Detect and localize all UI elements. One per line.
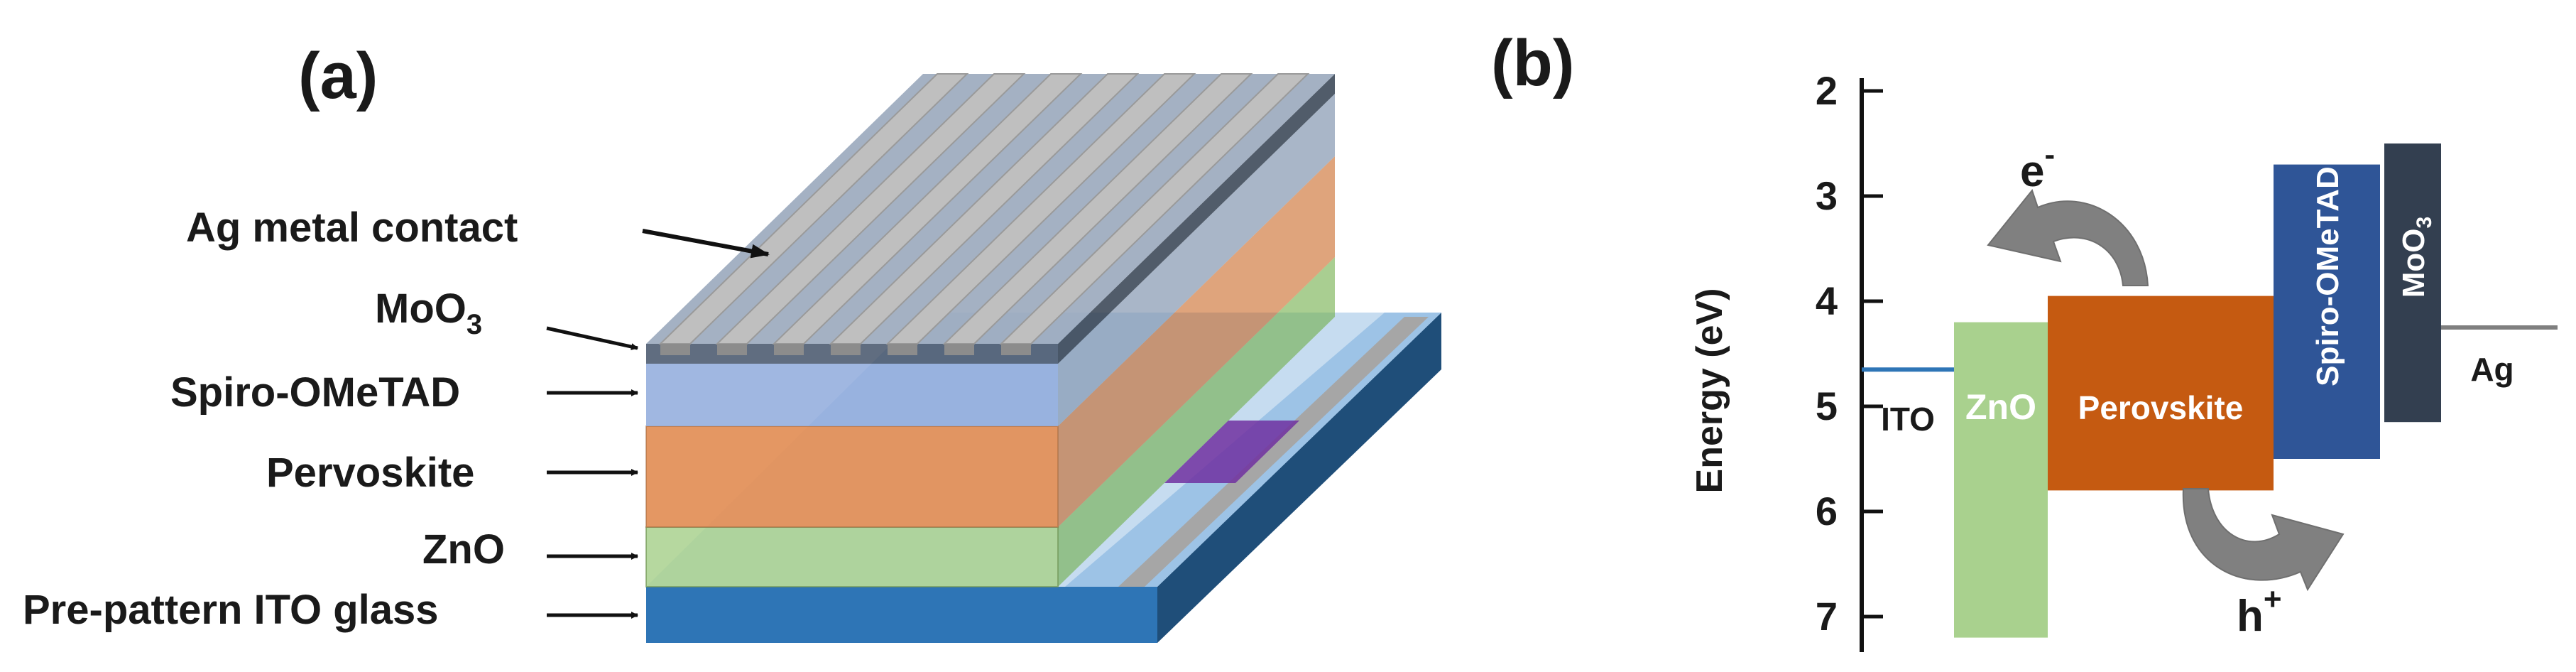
- level-ito: ITO: [1862, 367, 1954, 438]
- perovskite-layer: [645, 156, 1335, 528]
- level-label-ag: Ag: [2470, 351, 2514, 388]
- callout-ag: Ag metal contact: [186, 205, 770, 259]
- callout-spiro: Spiro-OMeTAD: [170, 369, 638, 416]
- y-tick: 3: [1816, 173, 1883, 218]
- band-label-perov: Perovskite: [2078, 389, 2244, 426]
- callout-ito-label: Pre-pattern ITO glass: [23, 587, 439, 633]
- y-axis-label: Energy (eV): [1689, 288, 1730, 494]
- band-label-zno: ZnO: [1965, 387, 2036, 427]
- hole-transfer-arrow: [2182, 488, 2345, 592]
- hole-label: h+: [2237, 582, 2282, 641]
- y-tick: 5: [1816, 384, 1883, 428]
- spiro-layer: [646, 94, 1335, 426]
- electron-superscript: -: [2044, 137, 2055, 172]
- y-tick: 7: [1816, 594, 1883, 639]
- level-label-ito: ITO: [1881, 401, 1935, 438]
- y-tick-label: 7: [1816, 594, 1838, 639]
- callout-perovskite-label: Pervoskite: [266, 450, 474, 496]
- panel-b-label: (b): [1491, 27, 1574, 99]
- y-tick-label: 4: [1816, 278, 1838, 323]
- callout-spiro-label: Spiro-OMeTAD: [170, 369, 460, 416]
- band-moo3: MoO3: [2384, 143, 2441, 423]
- ag-finger: [658, 73, 969, 355]
- active-pixel: [1164, 421, 1299, 483]
- y-tick-label: 3: [1816, 173, 1838, 218]
- band-label-spiro: Spiro-OMeTAD: [2310, 166, 2345, 386]
- callout-perovskite: Pervoskite: [266, 450, 638, 496]
- band-label-moo3: MoO3: [2396, 217, 2436, 298]
- hole-superscript: +: [2264, 582, 2282, 617]
- callout-moo3-label: MoO3: [375, 286, 482, 340]
- energy-levels: ITO Ag: [1862, 325, 2558, 438]
- panel-b: (b) Energy (eV) 2 3 4 5 6 7 ITO Ag ZnO Perovski…: [1491, 27, 2558, 652]
- panel-a-label: (a): [298, 40, 378, 112]
- electron-transfer-arrow: [1987, 188, 2149, 286]
- electron-label: e-: [2020, 137, 2055, 196]
- energy-bands: ZnO Perovskite Spiro-OMeTAD MoO3: [1954, 143, 2441, 638]
- y-axis: 2 3 4 5 6 7: [1816, 68, 1883, 652]
- y-tick: 4: [1816, 278, 1883, 323]
- level-ag: Ag: [2441, 325, 2558, 388]
- zno-layer: [645, 257, 1335, 587]
- band-zno: ZnO: [1954, 322, 2048, 638]
- ag-fingers: [658, 73, 1310, 355]
- panel-a: (a): [23, 40, 1441, 643]
- y-tick: 2: [1816, 68, 1883, 113]
- ag-finger: [715, 73, 1026, 355]
- callout-moo3: MoO3: [375, 286, 638, 350]
- ag-finger: [885, 73, 1196, 355]
- y-tick-label: 6: [1816, 489, 1838, 533]
- callout-ag-label: Ag metal contact: [186, 205, 518, 251]
- callout-moo3-subscript: 3: [466, 309, 482, 340]
- band-perov: Perovskite: [2048, 296, 2274, 491]
- ag-finger: [999, 73, 1310, 355]
- y-ticks: 2 3 4 5 6 7: [1816, 68, 1883, 639]
- ag-finger: [829, 73, 1140, 355]
- callout-zno: ZnO: [422, 526, 638, 573]
- y-tick-label: 2: [1816, 68, 1838, 113]
- callout-ito: Pre-pattern ITO glass: [23, 587, 638, 633]
- band-spiro: Spiro-OMeTAD: [2274, 164, 2380, 459]
- y-tick: 6: [1816, 489, 1883, 533]
- band-label-subscript: 3: [2413, 217, 2436, 229]
- ag-finger: [772, 73, 1083, 355]
- ag-finger: [942, 73, 1253, 355]
- y-tick-label: 5: [1816, 384, 1838, 428]
- callout-zno-label: ZnO: [422, 526, 505, 573]
